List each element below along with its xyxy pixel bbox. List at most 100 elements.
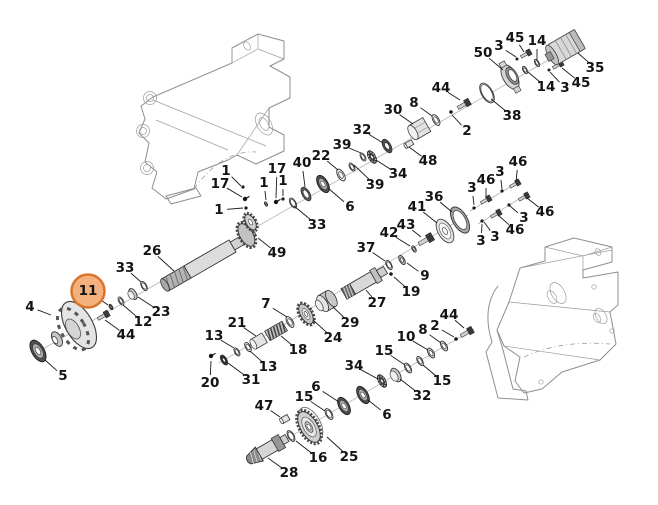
- part-number-label[interactable]: 1: [278, 173, 287, 189]
- part-number-label[interactable]: 15: [433, 373, 452, 389]
- callout-25[interactable]: 25: [326, 436, 359, 465]
- callout-3[interactable]: 3: [549, 71, 570, 96]
- callout-3[interactable]: 3: [495, 164, 505, 190]
- callout-1[interactable]: 1: [278, 173, 288, 196]
- callout-46[interactable]: 46: [497, 214, 525, 238]
- callout-20[interactable]: 20: [201, 360, 220, 391]
- callout-4[interactable]: 4: [25, 299, 52, 316]
- part-number-label[interactable]: 3: [476, 233, 485, 249]
- callout-46[interactable]: 46: [477, 172, 496, 198]
- part-number-label[interactable]: 38: [503, 108, 522, 124]
- callout-17[interactable]: 17: [268, 161, 287, 199]
- part-number-label[interactable]: 1: [259, 175, 268, 191]
- callout-15[interactable]: 15: [375, 343, 406, 366]
- part-number-label[interactable]: 19: [402, 284, 421, 300]
- part-number-label[interactable]: 25: [340, 449, 359, 465]
- callout-1[interactable]: 1: [221, 163, 242, 187]
- callout-2[interactable]: 2: [451, 114, 472, 139]
- callout-13[interactable]: 13: [249, 350, 278, 375]
- callout-23[interactable]: 23: [137, 296, 171, 320]
- part-number-label[interactable]: 37: [357, 240, 376, 256]
- part-number-label[interactable]: 7: [261, 296, 270, 312]
- part-number-label[interactable]: 32: [413, 388, 432, 404]
- part-number-label[interactable]: 30: [384, 102, 403, 118]
- callout-38[interactable]: 38: [490, 98, 522, 124]
- part-number-label[interactable]: 5: [58, 368, 67, 384]
- part-number-label[interactable]: 47: [255, 398, 274, 414]
- part-number-label[interactable]: 34: [345, 358, 364, 374]
- callout-32[interactable]: 32: [399, 378, 432, 404]
- part-number-label[interactable]: 34: [389, 166, 408, 182]
- part-number-label[interactable]: 15: [375, 343, 394, 359]
- part-number-label[interactable]: 9: [420, 268, 429, 284]
- part-number-label[interactable]: 35: [586, 60, 605, 76]
- part-number-label[interactable]: 12: [134, 314, 153, 330]
- callout-10[interactable]: 10: [397, 329, 429, 351]
- callout-1[interactable]: 1: [259, 175, 269, 201]
- part-number-label[interactable]: 6: [345, 199, 354, 215]
- part-number-label[interactable]: 33: [308, 217, 327, 233]
- callout-39[interactable]: 39: [333, 137, 362, 154]
- part-number-label[interactable]: 39: [366, 177, 385, 193]
- callout-45[interactable]: 45: [506, 30, 525, 53]
- part-number-label[interactable]: 17: [211, 176, 230, 192]
- callout-3[interactable]: 3: [483, 221, 500, 245]
- callout-14[interactable]: 14: [527, 71, 555, 95]
- callout-50[interactable]: 50: [474, 45, 504, 71]
- callout-9[interactable]: 9: [406, 262, 430, 284]
- callout-26[interactable]: 26: [143, 243, 175, 272]
- callout-44[interactable]: 44: [432, 80, 461, 101]
- part-number-label[interactable]: 8: [409, 95, 418, 111]
- callout-33[interactable]: 33: [293, 205, 327, 233]
- callout-18[interactable]: 18: [280, 335, 307, 358]
- callout-49[interactable]: 49: [257, 237, 286, 261]
- part-number-label[interactable]: 23: [152, 304, 171, 320]
- part-number-label[interactable]: 3: [490, 229, 499, 245]
- part-number-label[interactable]: 6: [311, 379, 320, 395]
- part-number-label[interactable]: 15: [295, 389, 314, 405]
- callout-47[interactable]: 47: [255, 398, 281, 418]
- part-number-label[interactable]: 8: [418, 322, 427, 338]
- part-number-label[interactable]: 42: [380, 225, 399, 241]
- part-number-label[interactable]: 32: [353, 122, 372, 138]
- part-number-label[interactable]: 45: [506, 30, 525, 46]
- callout-48[interactable]: 48: [408, 146, 438, 169]
- callout-17[interactable]: 17: [211, 176, 243, 198]
- part-number-label[interactable]: 46: [506, 222, 525, 238]
- part-number-label[interactable]: 48: [419, 153, 438, 169]
- callout-44[interactable]: 44: [440, 307, 465, 329]
- part-number-label[interactable]: 13: [205, 328, 224, 344]
- callout-35[interactable]: 35: [577, 52, 605, 76]
- part-number-label[interactable]: 3: [495, 164, 504, 180]
- part-number-label[interactable]: 28: [280, 465, 299, 481]
- part-number-label[interactable]: 50: [474, 45, 493, 61]
- callout-6[interactable]: 6: [327, 187, 355, 215]
- callout-21[interactable]: 21: [228, 315, 257, 337]
- part-number-label[interactable]: 27: [368, 295, 387, 311]
- callout-3[interactable]: 3: [494, 38, 517, 58]
- part-number-label[interactable]: 6: [382, 407, 391, 423]
- callout-28[interactable]: 28: [267, 457, 299, 481]
- callout-22[interactable]: 22: [312, 148, 339, 171]
- callout-14[interactable]: 14: [528, 33, 547, 60]
- highlight-circle[interactable]: [70, 273, 106, 309]
- callout-39[interactable]: 39: [353, 164, 385, 193]
- part-number-label[interactable]: 17: [268, 161, 287, 177]
- part-number-label[interactable]: 14: [528, 33, 547, 49]
- part-number-label[interactable]: 2: [430, 318, 439, 334]
- callout-19[interactable]: 19: [393, 276, 421, 300]
- callout-3[interactable]: 3: [467, 180, 477, 206]
- callout-5[interactable]: 5: [44, 359, 68, 384]
- part-number-label[interactable]: 45: [572, 75, 591, 91]
- callout-42[interactable]: 42: [380, 225, 411, 247]
- part-number-label[interactable]: 40: [293, 155, 312, 171]
- part-number-label[interactable]: 13: [259, 359, 278, 375]
- callout-15[interactable]: 15: [422, 364, 452, 389]
- callout-13[interactable]: 13: [205, 328, 235, 349]
- callout-1[interactable]: 1: [214, 202, 244, 218]
- callout-11[interactable]: 11: [70, 273, 109, 309]
- callout-31[interactable]: 31: [227, 362, 260, 388]
- callout-8[interactable]: 8: [409, 95, 433, 117]
- part-number-label[interactable]: 44: [117, 327, 136, 343]
- part-number-label[interactable]: 43: [397, 217, 416, 233]
